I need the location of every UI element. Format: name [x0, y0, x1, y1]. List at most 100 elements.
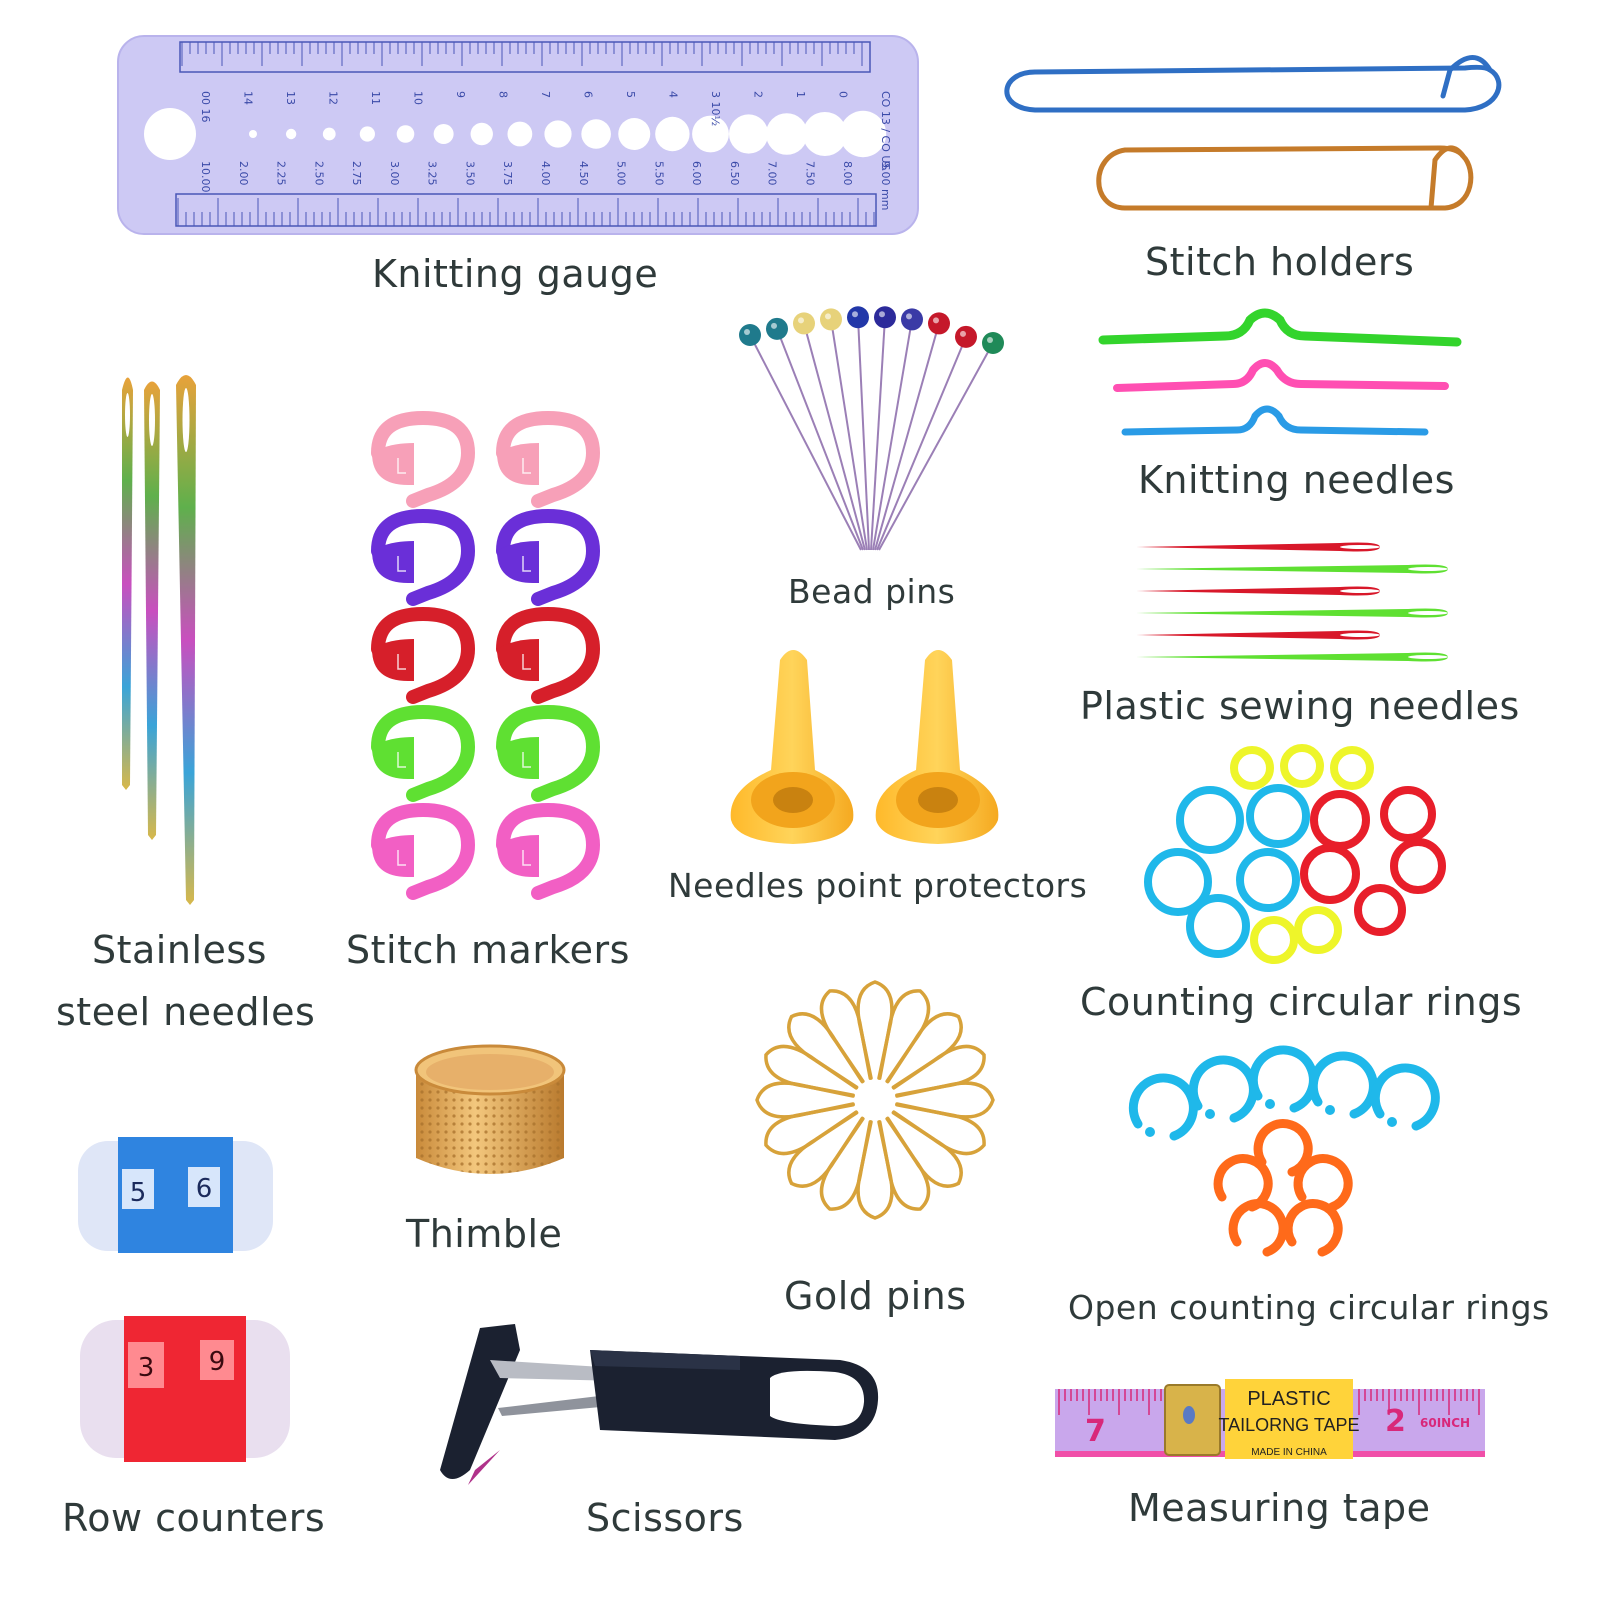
stitch-marker-icon: [496, 508, 601, 606]
tape-inch-label: 60INCH: [1420, 1416, 1470, 1430]
stitch-marker-icon: [496, 802, 601, 900]
gauge-bottom-number: 2.25: [275, 161, 288, 186]
cable-needle-icon: [1121, 405, 1429, 436]
bead-pin-icon: [870, 306, 896, 551]
gold-pin-icon: [764, 1102, 858, 1156]
counting-ring-icon: [1250, 916, 1298, 964]
label-row-counters: Row counters: [62, 1496, 326, 1540]
plastic-needle-icon: [1136, 630, 1380, 640]
gold-pin-icon: [895, 1081, 995, 1119]
gauge-top-number: 12: [327, 91, 340, 105]
gold-pin-icon: [877, 989, 931, 1083]
label-gold-pins: Gold pins: [784, 1274, 967, 1318]
bead-pin-icon: [766, 317, 864, 551]
tapestry-needle-icon: [122, 377, 133, 790]
tape-number: 2: [1385, 1404, 1406, 1439]
gold-pin-icon: [819, 989, 873, 1083]
bead-pin-icon: [739, 324, 862, 551]
bead-pin-icon: [793, 312, 866, 551]
scissors-icon: [440, 1324, 879, 1485]
thimble-image: [410, 1040, 570, 1190]
label-stitch-markers: Stitch markers: [346, 928, 630, 972]
tape-badge-line1: PLASTIC: [1247, 1388, 1330, 1410]
gauge-bottom-number: 5.00: [615, 161, 628, 186]
cable-needle-icon: [1113, 359, 1449, 392]
tapestry-needle-icon: [176, 375, 196, 905]
gauge-top-number: 00 16: [199, 91, 212, 123]
gold-pin-icon: [819, 1117, 873, 1211]
gauge-top-number: 13: [284, 91, 297, 105]
counting-ring-icon: [1390, 838, 1446, 894]
tapestry-needle-icon: [144, 381, 160, 840]
counting-ring-icon: [1186, 894, 1250, 958]
counting-ring-icon: [1330, 746, 1374, 790]
gauge-bottom-number: 3.00: [388, 161, 401, 186]
open-ring-icon: [1188, 1055, 1258, 1123]
gauge-top-number: 2: [752, 91, 765, 98]
gauge-top-number: CO 13 / CO US: [879, 91, 892, 170]
gauge-top-number: 10: [412, 91, 425, 105]
counting-ring-icon: [1280, 744, 1324, 788]
counter-digit: 9: [209, 1347, 226, 1377]
gauge-bottom-number: 8.00: [841, 161, 854, 186]
counting-ring-icon: [1246, 784, 1310, 848]
label-stainless-line2: steel needles: [56, 990, 316, 1034]
label-thimble: Thimble: [406, 1212, 563, 1256]
counter-digit: 5: [130, 1178, 147, 1208]
counting-ring-icon: [1310, 790, 1370, 850]
counter-digit: 6: [196, 1174, 213, 1204]
tape-number: 7: [1085, 1414, 1106, 1449]
gold-pin-icon: [755, 1081, 855, 1119]
plastic-needle-icon: [1136, 652, 1448, 662]
tape-badge-line3: MADE IN CHINA: [1251, 1447, 1327, 1458]
label-stainless-line1: Stainless: [92, 928, 267, 972]
counting-ring-icon: [1300, 844, 1360, 904]
open-ring-icon: [1228, 1199, 1288, 1257]
plastic-needles-image: [1130, 535, 1470, 675]
stitch-marker-icon: [371, 508, 476, 606]
counting-ring-icon: [1354, 884, 1406, 936]
label-scissors: Scissors: [586, 1496, 744, 1540]
label-measuring-tape: Measuring tape: [1128, 1486, 1431, 1530]
gauge-top-number: 6: [582, 91, 595, 98]
counting-ring-icon: [1294, 906, 1342, 954]
gauge-bottom-number: 5.50: [652, 161, 665, 186]
point-protectors-image: [725, 640, 1015, 850]
open-ring-icon: [1213, 1154, 1273, 1212]
gauge-top-number: 7: [539, 91, 552, 98]
label-bead-pins: Bead pins: [788, 572, 956, 611]
gauge-bottom-number: 3.25: [426, 161, 439, 186]
stitch-marker-icon: [371, 410, 476, 508]
bead-pins-image: [720, 300, 1010, 560]
gauge-top-number: 9: [454, 91, 467, 98]
gauge-top-number: 0: [837, 91, 850, 98]
stitch-holder-icon: [1096, 145, 1474, 211]
stitch-marker-icon: [496, 606, 601, 704]
stitch-marker-icon: [371, 704, 476, 802]
bead-pin-icon: [878, 332, 1004, 551]
gauge-top-number: 11: [369, 91, 382, 105]
counting-ring-icon: [1380, 786, 1436, 842]
open-ring-icon: [1370, 1063, 1440, 1131]
row-counter-icon: 5 6: [78, 1137, 273, 1253]
gauge-bottom-number: 7.50: [803, 161, 816, 186]
bead-pin-icon: [874, 312, 950, 551]
stainless-needles-image: [100, 365, 220, 915]
stitch-marker-icon: [496, 410, 601, 508]
gold-pin-icon: [892, 1102, 986, 1156]
stitch-markers-image: [360, 405, 620, 905]
gold-pin-icon: [856, 1120, 894, 1220]
tape-badge-line2: TAILORNG TAPE: [1218, 1415, 1359, 1435]
label-knitting-gauge: Knitting gauge: [372, 252, 659, 296]
gold-pin-icon: [892, 1044, 986, 1098]
gold-pin-icon: [877, 1117, 931, 1211]
thimble-icon: [414, 1044, 566, 1174]
counting-ring-icon: [1236, 848, 1300, 912]
gauge-bottom-number: 7.00: [766, 161, 779, 186]
gauge-bottom-number: 2.00: [237, 161, 250, 186]
stitch-marker-icon: [371, 802, 476, 900]
gauge-top-number: 5: [624, 91, 637, 98]
bead-pin-icon: [847, 306, 870, 551]
